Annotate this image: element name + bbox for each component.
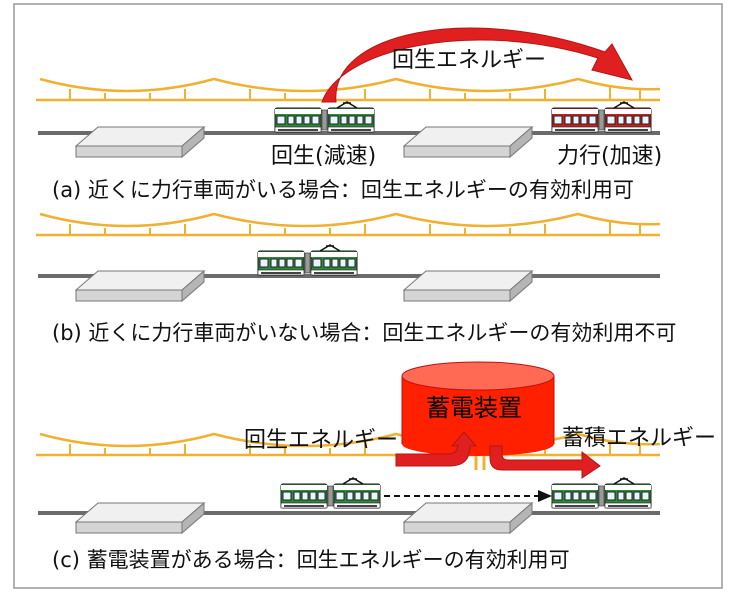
regen-train-label: 回生(減速) (271, 144, 377, 169)
platform (75, 502, 205, 534)
power-train-label: 力行(加速) (557, 144, 663, 169)
platform (403, 502, 533, 534)
panel-a (34, 27, 662, 158)
platform (403, 126, 533, 158)
platform (403, 270, 533, 302)
energy-transfer-arrow (321, 27, 633, 103)
stored-energy-label: 蓄積エネルギー (562, 426, 717, 451)
regen-energy-label: 回生エネルギー (244, 428, 399, 453)
caption-panel-b: (b) 近くに力行車両がいない場合：回生エネルギーの有効利用不可 (52, 321, 677, 345)
panel-c (34, 361, 662, 534)
caption-panel-a: (a) 近くに力行車両がいる場合：回生エネルギーの有効利用可 (52, 178, 634, 202)
caption-panel-c: (c) 蓄電装置がある場合：回生エネルギーの有効利用可 (52, 548, 570, 572)
platform (75, 270, 205, 302)
arrow-head (538, 490, 552, 502)
regen-to-storage-arrow (395, 431, 478, 467)
storage-device-label: 蓄電装置 (426, 394, 522, 422)
storage-device-icon (401, 361, 555, 456)
platform (75, 126, 205, 158)
storage-to-train-arrow (489, 445, 601, 479)
panel-b (34, 212, 662, 302)
regen-energy-label: 回生エネルギー (392, 48, 547, 73)
